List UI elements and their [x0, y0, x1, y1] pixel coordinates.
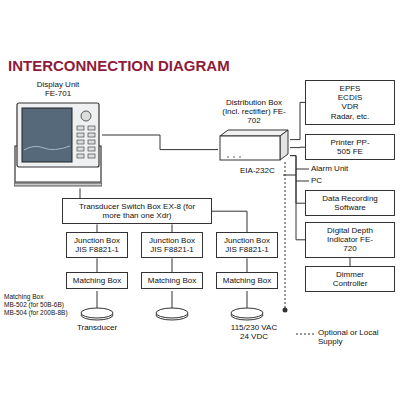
model-label: MB-504 (for 200B-8B): [4, 309, 68, 317]
transducer-symbols: [81, 308, 263, 320]
cable-connector: [172, 224, 173, 232]
box-text: Dimmer Controller: [328, 270, 372, 288]
cable-connector: [290, 156, 305, 240]
cable-connector: [350, 258, 351, 266]
model-label: MB-502 (for 50B-6B): [4, 301, 64, 309]
distribution-box-drawing: [218, 128, 290, 162]
junction-box: Junction Box JIS F8821-1: [141, 232, 203, 258]
power-label: 115/230 VAC 24 VDC: [226, 323, 282, 341]
matching-box: Matching Box: [216, 272, 278, 289]
box-text: Printer PP-505 FE: [326, 138, 374, 156]
signal-label: EIA-232C: [240, 166, 275, 175]
cable-connector: [172, 258, 173, 272]
cable-connector: [80, 188, 81, 198]
unit-heading: Display Unit FE-701: [30, 80, 86, 98]
matching-box: Matching Box: [66, 272, 128, 289]
indicator-box: Digital Depth Indicator FE-720: [305, 222, 395, 258]
cable-connector: [97, 258, 98, 272]
unit-heading: Distribution Box (Incl. rectifier) FE-70…: [218, 98, 290, 126]
box-text: Matching Box: [144, 276, 200, 285]
device-label: PC: [311, 176, 322, 185]
transducer-cables: [97, 291, 247, 310]
switch-box: Transducer Switch Box EX-8 (for more tha…: [62, 198, 212, 224]
distribution-box: Distribution Box (Incl. rectifier) FE-70…: [218, 98, 290, 162]
junction-box: Junction Box JIS F8821-1: [216, 232, 278, 258]
part-label: Matching Box: [4, 293, 43, 301]
cable-connector: [97, 224, 98, 232]
device-label: Alarm Unit: [311, 164, 348, 173]
junction-box: Junction Box JIS F8821-1: [66, 232, 128, 258]
box-text: Data Recording Software: [319, 194, 381, 212]
signal-leads: [283, 169, 309, 181]
legend-sample: [296, 334, 314, 335]
printer-box: Printer PP-505 FE: [305, 134, 395, 160]
power-cable: [285, 162, 286, 308]
cable-connector: [247, 258, 248, 272]
box-text: Matching Box: [69, 276, 125, 285]
box-text: Junction Box JIS F8821-1: [69, 236, 125, 254]
power-terminal: [283, 308, 288, 313]
dimmer-box: Dimmer Controller: [305, 266, 395, 292]
display-unit: Display Unit FE-701: [14, 80, 102, 188]
legend-text: Optional or Local Supply: [318, 328, 380, 346]
box-text: Junction Box JIS F8821-1: [144, 236, 200, 254]
box-text: Digital Depth Indicator FE-720: [323, 226, 377, 254]
cable-connector: [290, 156, 305, 204]
software-box: Data Recording Software: [305, 190, 395, 216]
cable-connector: [290, 147, 305, 148]
box-text: Junction Box JIS F8821-1: [219, 236, 275, 254]
cable-connector: [290, 102, 305, 139]
display-unit-drawing: [14, 100, 102, 188]
diagram-title: INTERCONNECTION DIAGRAM: [8, 58, 230, 75]
equipment-box: EPFS ECDIS VDR Radar, etc.: [305, 80, 395, 125]
cable-connector: [102, 135, 218, 150]
matching-box: Matching Box: [141, 272, 203, 289]
box-text: EPFS ECDIS VDR Radar, etc.: [330, 84, 370, 121]
box-text: Transducer Switch Box EX-8 (for more tha…: [72, 202, 202, 220]
part-label: Transducer: [67, 323, 127, 332]
box-text: Matching Box: [219, 276, 275, 285]
cable-connector: [212, 211, 247, 232]
